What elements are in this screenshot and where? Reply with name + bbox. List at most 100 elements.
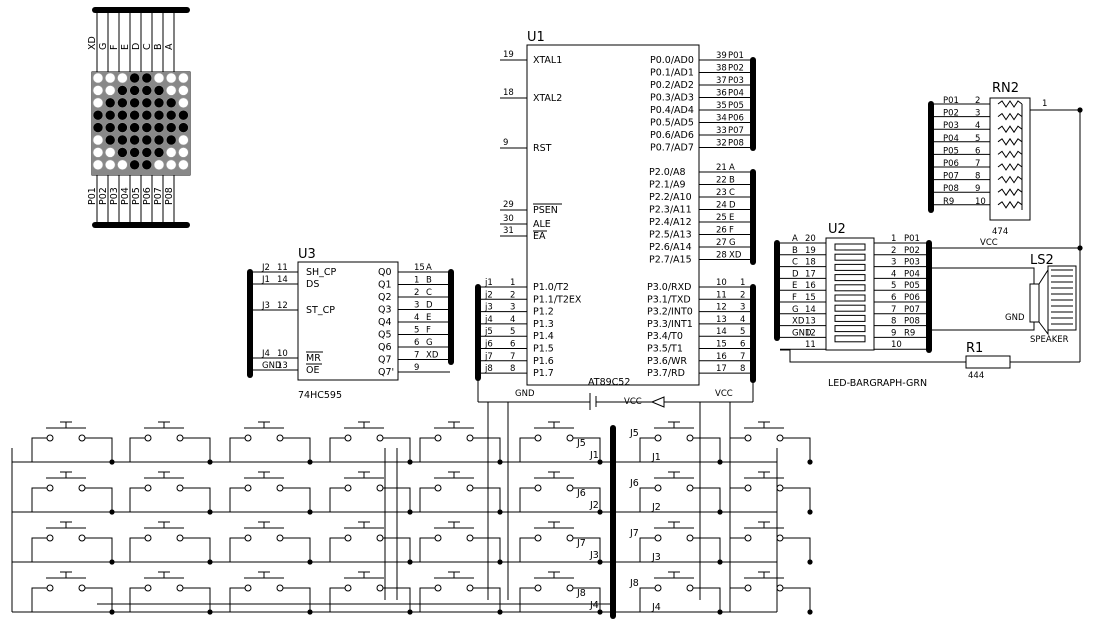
u1-p3-net: 1	[740, 278, 745, 288]
matrix-led	[141, 109, 153, 121]
u2-left-net: B	[792, 246, 798, 256]
u3-right-net: A	[426, 263, 432, 273]
u3-left-num: 14	[277, 275, 288, 285]
u3-right-net: C	[426, 288, 432, 298]
u2-ref: U2	[828, 222, 846, 237]
switch-contact	[566, 584, 574, 592]
matrix-led	[178, 109, 189, 121]
u1-p3-name: P3.5/T1	[647, 344, 683, 355]
switch-wire	[329, 437, 345, 462]
u1-p3-name: P3.3/INT1	[647, 319, 693, 330]
rn2-resistor	[997, 137, 1023, 146]
u3-right-name: Q6	[378, 342, 392, 353]
switch-contact	[686, 484, 694, 492]
keypad-row-label: J3	[651, 552, 661, 563]
switch-contact	[466, 534, 474, 542]
switch-wire	[283, 487, 311, 512]
u3-right-name: Q4	[378, 317, 392, 328]
u3-left-name: OE	[306, 365, 319, 376]
u1-p1-num: 2	[510, 290, 515, 300]
junction-dot	[807, 609, 813, 615]
matrix-bottom-label: P04	[120, 187, 131, 205]
matrix-led	[92, 72, 104, 84]
rn2-pin-net: P06	[943, 159, 959, 169]
u1-p2-num: 26	[716, 226, 727, 236]
junction-dot	[207, 509, 213, 515]
rn2-resistor	[997, 100, 1023, 108]
switch-wire	[85, 437, 113, 462]
switch-wire	[729, 487, 745, 512]
u3-body	[297, 261, 399, 381]
switch-contact	[144, 484, 152, 492]
u3-left-net: J4	[261, 349, 270, 359]
switch-contact	[744, 584, 752, 592]
u3-right-num: 3	[414, 301, 419, 311]
keypad-right-label: J8	[629, 578, 639, 589]
junction-dot	[407, 559, 413, 565]
switch-contact	[176, 584, 184, 592]
u1-p0-net: P08	[728, 139, 744, 149]
junction-dot	[109, 609, 115, 615]
u2-right-num: 3	[891, 258, 896, 268]
u1-pin-name: EA	[533, 231, 546, 242]
ls2-part: SPEAKER	[1030, 335, 1069, 345]
rn2-pin-num: 3	[975, 109, 980, 119]
u3-right-num: 9	[414, 363, 419, 373]
u1-p0-name: P0.2/AD2	[650, 80, 694, 91]
u2-left-num: 17	[805, 269, 816, 279]
switch-wire	[519, 437, 535, 462]
u1-p0-net: P04	[728, 89, 744, 99]
u1-p2-num: 28	[716, 251, 727, 261]
junction-dot	[307, 459, 313, 465]
u1-p1-num: 8	[510, 364, 515, 374]
u2-right-num: 6	[891, 293, 896, 303]
keypad-right-label: J5	[629, 428, 639, 439]
switch-contact	[376, 534, 384, 542]
switch-wire	[519, 587, 535, 612]
u3-right-num: 7	[414, 351, 419, 361]
u1-p1-net: j6	[484, 340, 493, 350]
matrix-led	[117, 109, 128, 121]
switch-wire	[419, 537, 435, 562]
switch-contact	[78, 434, 86, 442]
u2-right-num: 9	[891, 328, 896, 338]
u1-p2-name: P2.1/A9	[649, 180, 686, 191]
u1-p2-net: G	[729, 238, 736, 248]
u1-p0-num: 39	[716, 51, 727, 61]
u1-pin-num: 31	[503, 226, 514, 236]
u1-pin-name: RST	[533, 143, 552, 154]
u2-left-num: 12	[805, 328, 816, 338]
u1-p0-num: 36	[716, 89, 727, 99]
rn2-pin-net: P07	[943, 172, 959, 182]
u3-right-num: 1	[414, 276, 419, 286]
u1-p2-net: A	[729, 163, 735, 173]
u1-p0-name: P0.3/AD3	[650, 93, 694, 104]
switch-wire	[383, 487, 411, 512]
junction-dot	[597, 459, 603, 465]
keypad-row-label: J3	[589, 550, 599, 561]
switch-contact	[244, 534, 252, 542]
u2-part: LED-BARGRAPH-GRN	[828, 378, 927, 389]
rn2-pin-net: P02	[943, 109, 959, 119]
matrix-led	[92, 85, 104, 96]
u1-p0-net: P07	[728, 126, 744, 136]
matrix-led	[141, 159, 153, 171]
rn2-part: 474	[992, 227, 1008, 237]
matrix-led	[129, 85, 140, 96]
u2-segment	[834, 253, 866, 261]
matrix-led	[129, 97, 140, 109]
u2-left-num: 13	[805, 317, 816, 327]
switch-contact	[744, 484, 752, 492]
switch-wire	[729, 587, 745, 612]
switch-wire	[129, 587, 145, 612]
switch-contact	[534, 484, 542, 492]
keypad-row-label: J4	[589, 600, 599, 611]
matrix-led	[178, 72, 189, 84]
junction-dot	[109, 509, 115, 515]
u1-part: AT89C52	[588, 377, 630, 388]
switch-wire	[729, 537, 745, 562]
matrix-bottom-label: P02	[98, 187, 109, 205]
switch-wire	[383, 537, 411, 562]
matrix-led	[153, 72, 165, 84]
